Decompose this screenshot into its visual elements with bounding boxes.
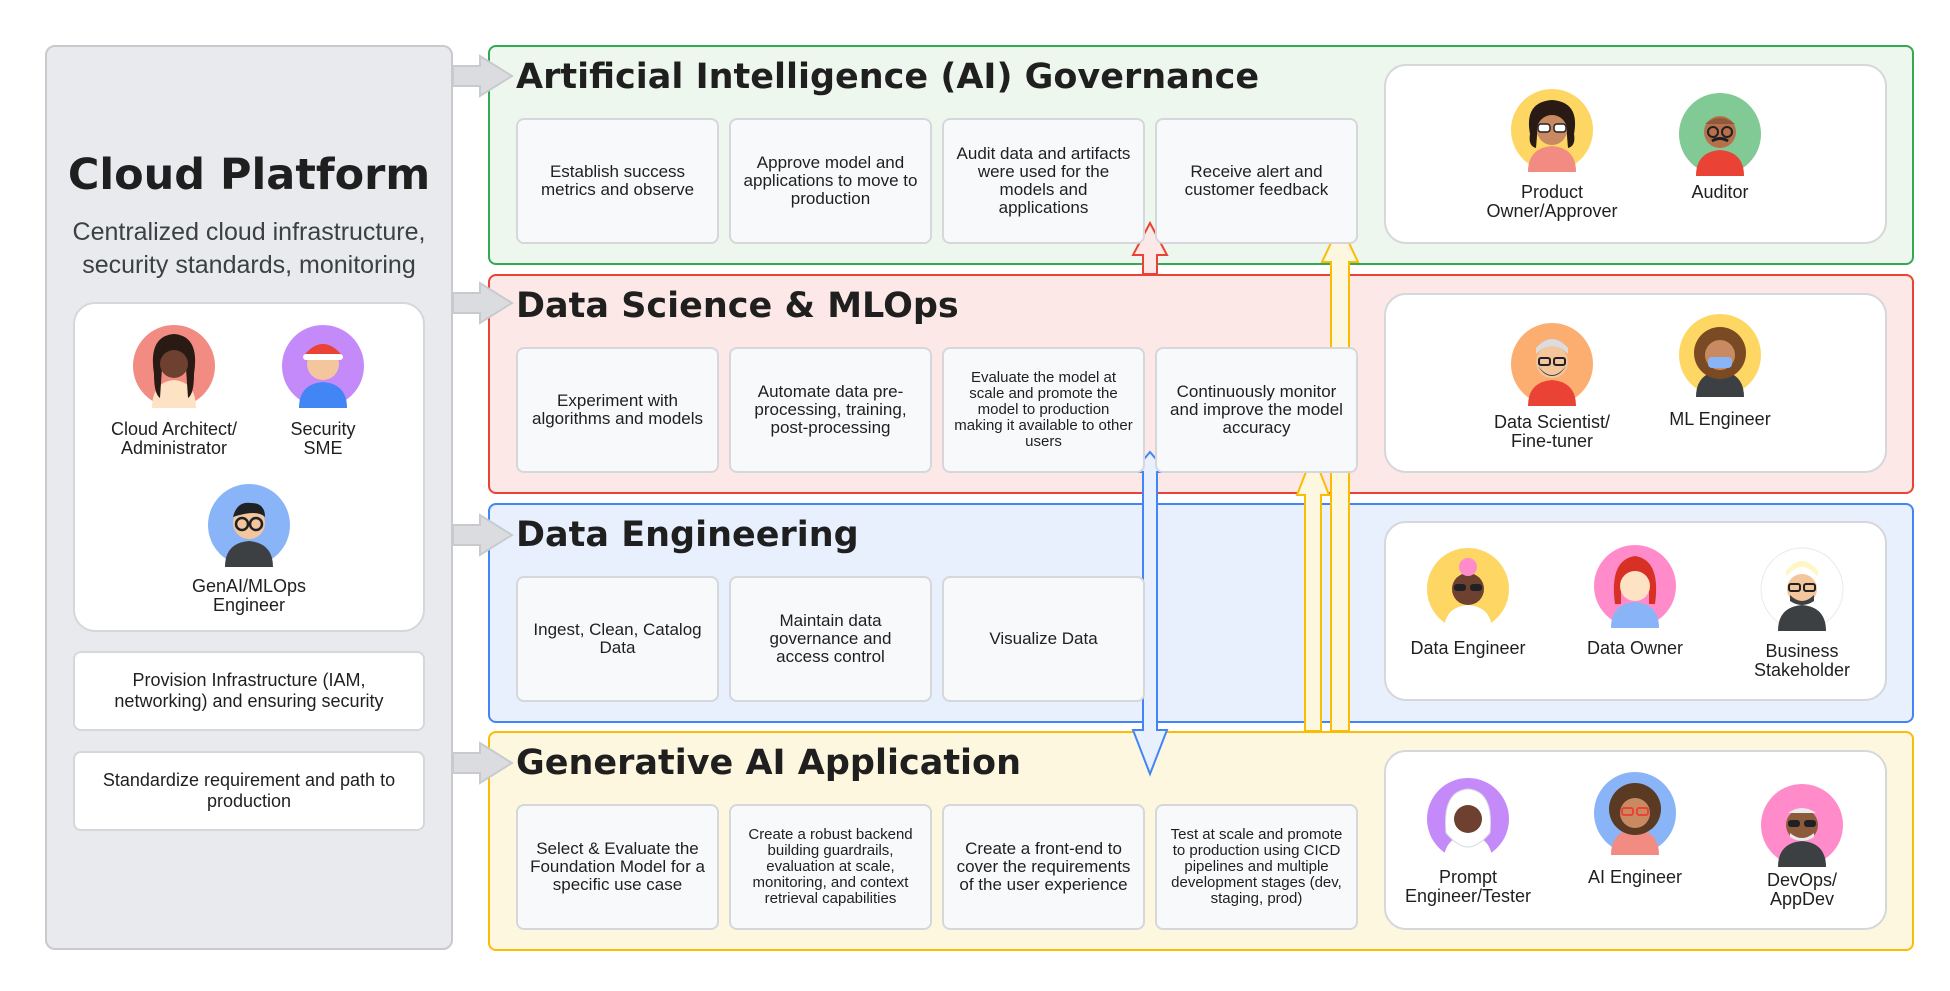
governance-task-2: Approve model and applications to move t… bbox=[729, 118, 932, 244]
data-owner-label: Data Owner bbox=[1586, 638, 1684, 658]
data-engineer-avatar bbox=[1426, 547, 1510, 636]
data-science-task-1: Experiment with algorithms and models bbox=[516, 347, 719, 473]
data-science-persona-card bbox=[1384, 293, 1887, 473]
data-scientist-label: Data Scientist/Fine-tuner bbox=[1493, 412, 1611, 451]
data-engineering-task-1: Ingest, Clean, Catalog Data bbox=[516, 576, 719, 702]
devops-label: DevOps/AppDev bbox=[1766, 870, 1838, 909]
ml-engineer-avatar bbox=[1678, 313, 1762, 402]
product-owner-avatar bbox=[1510, 88, 1594, 177]
data-owner-avatar bbox=[1593, 544, 1677, 633]
governance-task-1: Establish success metrics and observe bbox=[516, 118, 719, 244]
data-engineering-task-3: Visualize Data bbox=[942, 576, 1145, 702]
ai-engineer-label: AI Engineer bbox=[1587, 867, 1683, 887]
gray-arrow-governance bbox=[452, 54, 514, 98]
standardize-requirement-task: Standardize requirement and path to prod… bbox=[73, 751, 425, 831]
governance-task-3: Audit data and artifacts were used for t… bbox=[942, 118, 1145, 244]
ai-engineer-avatar bbox=[1593, 771, 1677, 860]
data-scientist-avatar bbox=[1510, 322, 1594, 411]
cloud-persona-card bbox=[73, 302, 425, 632]
ml-engineer-label: ML Engineer bbox=[1669, 409, 1771, 429]
genai-task-4: Test at scale and promote to production … bbox=[1155, 804, 1358, 930]
cloud-platform-subtitle-line2: security standards, monitoring bbox=[82, 251, 416, 279]
prompt-engineer-avatar bbox=[1426, 777, 1510, 866]
gray-arrow-data-science bbox=[452, 281, 514, 325]
governance-persona-card bbox=[1384, 64, 1887, 244]
provision-infrastructure-task: Provision Infrastructure (IAM, networkin… bbox=[73, 651, 425, 731]
devops-avatar bbox=[1760, 783, 1844, 872]
security-sme-avatar bbox=[281, 324, 365, 413]
data-engineer-label: Data Engineer bbox=[1410, 638, 1526, 658]
data-science-task-4: Continuously monitor and improve the mod… bbox=[1155, 347, 1358, 473]
genai-task-2: Create a robust backend building guardra… bbox=[729, 804, 932, 930]
data-science-task-2: Automate data pre-processing, training, … bbox=[729, 347, 932, 473]
auditor-avatar bbox=[1678, 92, 1762, 181]
governance-task-4: Receive alert and customer feedback bbox=[1155, 118, 1358, 244]
business-stakeholder-avatar bbox=[1760, 547, 1844, 636]
gray-arrow-genai bbox=[452, 741, 514, 785]
data-engineering-title: Data Engineering bbox=[516, 515, 859, 555]
governance-title: Artificial Intelligence (AI) Governance bbox=[516, 57, 1260, 97]
cloud-platform-title: Cloud Platform bbox=[67, 150, 431, 200]
data-science-title: Data Science & MLOps bbox=[516, 286, 959, 326]
yellow-arrow-to-data-science bbox=[1295, 451, 1331, 732]
data-engineering-task-2: Maintain data governance and access cont… bbox=[729, 576, 932, 702]
auditor-label: Auditor bbox=[1691, 182, 1749, 202]
genai-application-title: Generative AI Application bbox=[516, 743, 1022, 783]
genai-task-3: Create a front-end to cover the requirem… bbox=[942, 804, 1145, 930]
gray-arrow-data-engineering bbox=[452, 513, 514, 557]
cloud-platform-subtitle-line1: Centralized cloud infrastructure, bbox=[72, 218, 426, 246]
cloud-architect-label: Cloud Architect/Administrator bbox=[110, 419, 238, 458]
cloud-architect-avatar bbox=[132, 324, 216, 413]
genai-mlops-engineer-avatar bbox=[207, 483, 291, 572]
yellow-arrow-to-governance bbox=[1320, 221, 1360, 732]
genai-task-1: Select & Evaluate the Foundation Model f… bbox=[516, 804, 719, 930]
data-science-task-3: Evaluate the model at scale and promote … bbox=[942, 347, 1145, 473]
